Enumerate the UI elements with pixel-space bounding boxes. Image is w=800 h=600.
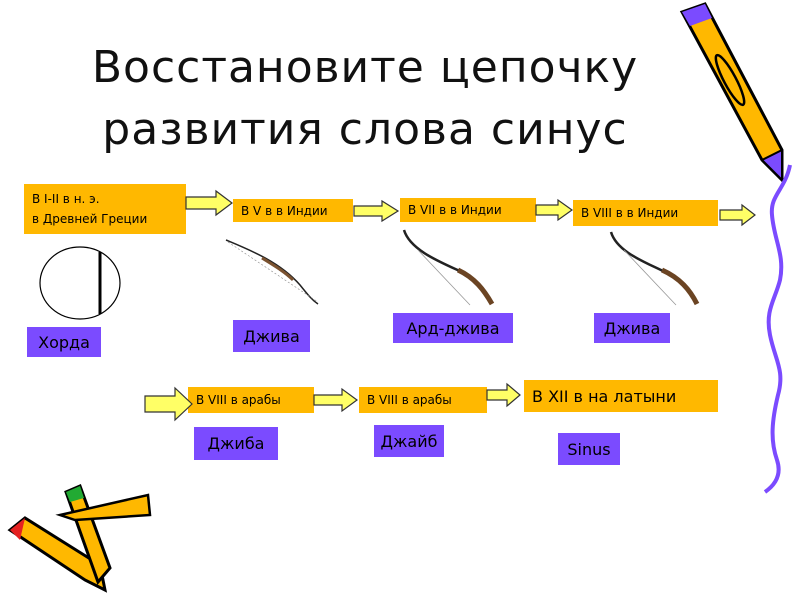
arrow-icon	[144, 386, 193, 422]
word-box-khorda: Хорда	[27, 327, 101, 357]
word-box-dzhayb: Джайб	[374, 425, 444, 457]
pencil-icon-bottom-left	[7, 483, 152, 593]
word-box-sinus: Sinus	[558, 433, 620, 465]
arrow-icon	[185, 189, 233, 217]
word-box-dzhiva-2: Джива	[594, 313, 670, 343]
arrow-icon	[719, 203, 756, 227]
arrow-icon	[535, 198, 574, 222]
bow-icon	[402, 229, 495, 306]
title-line-1: Восстановите цепочку	[91, 42, 639, 93]
period-text: В I-II в н. э.	[32, 192, 100, 206]
period-box-india-5: В V в в Индии	[233, 199, 353, 222]
pencil-icon-top-right	[679, 2, 784, 184]
period-box-latin: В XII в на латыни	[524, 380, 718, 412]
wavy-line-icon	[763, 164, 792, 494]
arrow-icon	[313, 387, 359, 413]
period-box-india-8: В VIII в в Индии	[573, 200, 718, 226]
arrow-icon	[486, 382, 521, 408]
word-box-dzhiba: Джиба	[194, 427, 278, 460]
bow-icon	[609, 231, 700, 306]
period-text: в Древней Греции	[32, 212, 148, 226]
title-line-2: развития слова синус	[102, 104, 628, 155]
period-box-arabs-1: В VIII в арабы	[188, 387, 314, 413]
word-box-ard-dzhiva: Ард-джива	[393, 313, 513, 343]
bow-icon	[225, 239, 319, 305]
period-box-arabs-2: В VIII в арабы	[359, 387, 487, 413]
word-box-dzhiva-1: Джива	[233, 320, 310, 352]
period-box-india-7: В VII в в Индии	[400, 198, 536, 222]
period-box-greece: В I-II в н. э. в Древней Греции	[24, 184, 186, 234]
arrow-icon	[353, 199, 400, 223]
